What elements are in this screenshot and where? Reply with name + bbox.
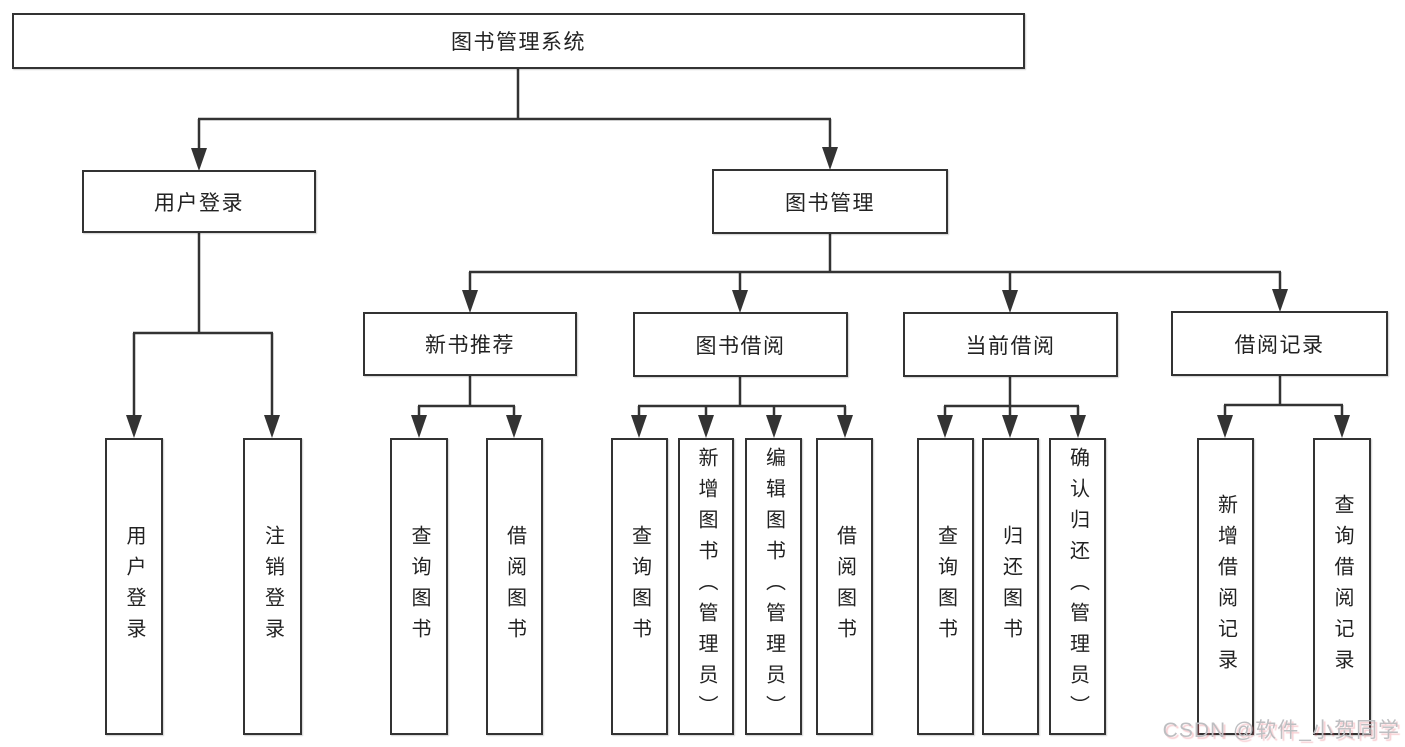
node-borrow-records: 借阅记录 [1171,311,1388,376]
leaf-current-return-books-label: 归还图书 [999,524,1022,649]
leaf-newbook-borrow-books-label: 借阅图书 [503,524,526,649]
leaf-borrowing-borrow-books: 借阅图书 [816,438,873,735]
leaf-borrowing-add-books-admin-label: 新增图书（管理员） [695,447,717,726]
leaf-logout: 注销登录 [243,438,302,735]
node-borrow-records-label: 借阅记录 [1234,333,1325,357]
leaf-logout-label: 注销登录 [261,524,284,649]
leaf-user-login-action: 用户登录 [105,438,163,735]
leaf-records-query-record: 查询借阅记录 [1313,438,1371,735]
leaf-borrowing-borrow-books-label: 借阅图书 [833,524,856,649]
leaf-records-add-record: 新增借阅记录 [1197,438,1254,735]
leaf-current-query-books: 查询图书 [917,438,974,735]
leaf-newbook-query-books: 查询图书 [390,438,448,735]
arrowheads [126,147,1350,438]
leaf-borrowing-query-books-label: 查询图书 [628,524,651,649]
node-book-borrowing: 图书借阅 [633,312,848,377]
leaf-newbook-query-books-label: 查询图书 [408,524,430,649]
leaf-borrowing-query-books: 查询图书 [611,438,668,735]
node-user-login-label: 用户登录 [154,191,244,215]
leaf-current-confirm-return-admin-label: 确认归还（管理员） [1066,447,1089,726]
node-book-borrowing-label: 图书借阅 [695,334,786,358]
node-new-book-recommend: 新书推荐 [363,312,577,376]
node-root-label: 图书管理系统 [451,31,586,54]
leaf-newbook-borrow-books: 借阅图书 [486,438,543,735]
leaf-current-query-books-label: 查询图书 [934,524,957,649]
node-book-management: 图书管理 [712,169,948,234]
csdn-watermark: CSDN @软件_小贺同学 [1162,719,1400,742]
node-root-system: 图书管理系统 [12,13,1025,69]
leaf-borrowing-add-books-admin: 新增图书（管理员） [678,438,734,735]
node-book-management-label: 图书管理 [785,191,875,215]
node-current-borrowing: 当前借阅 [903,312,1118,377]
leaf-records-query-record-label: 查询借阅记录 [1331,493,1353,680]
leaf-user-login-action-label: 用户登录 [123,524,145,649]
leaf-borrowing-edit-books-admin-label: 编辑图书（管理员） [762,447,785,726]
leaf-records-add-record-label: 新增借阅记录 [1214,493,1237,680]
leaf-borrowing-edit-books-admin: 编辑图书（管理员） [745,438,802,735]
node-current-borrowing-label: 当前借阅 [965,334,1056,358]
leaf-current-confirm-return-admin: 确认归还（管理员） [1049,438,1106,735]
node-new-book-recommend-label: 新书推荐 [425,334,515,357]
leaf-current-return-books: 归还图书 [982,438,1039,735]
node-user-login: 用户登录 [82,170,316,233]
